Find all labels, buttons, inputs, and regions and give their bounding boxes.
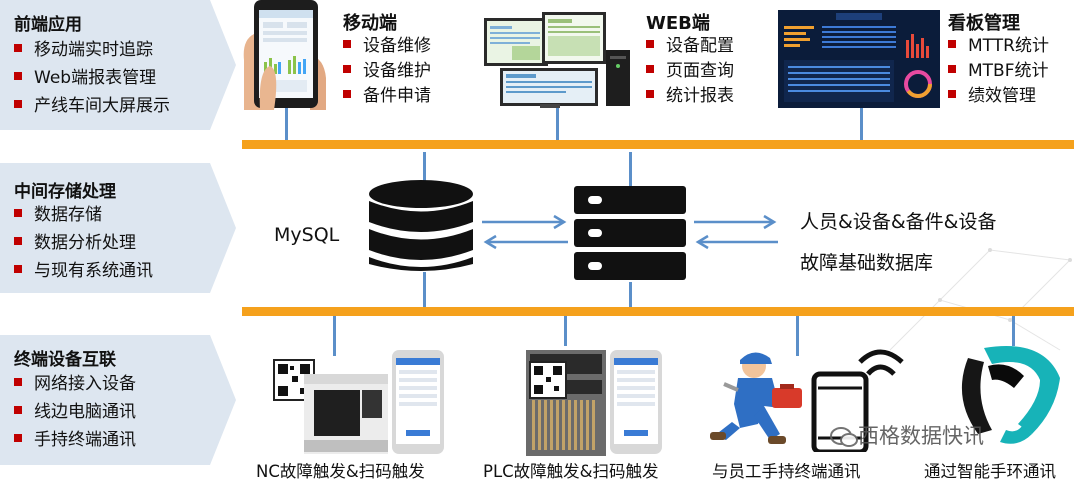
top-data-bus <box>242 140 1074 149</box>
bullet-icon <box>343 40 351 48</box>
panel-item: 线边电脑通讯 <box>14 398 136 426</box>
database-description-line2: 故障基础数据库 <box>800 252 934 274</box>
cnc-machine-icon <box>273 350 444 454</box>
web-title: WEB端 <box>646 13 710 34</box>
bullet-icon <box>343 90 351 98</box>
bullet-icon <box>646 90 654 98</box>
connector-line <box>629 282 632 307</box>
panel-item: 手持终端通讯 <box>14 426 136 454</box>
bullet-icon <box>14 265 22 273</box>
connector-line <box>556 108 559 140</box>
handheld-terminal-icon <box>811 349 904 452</box>
bidirectional-arrow-icon <box>694 214 778 250</box>
panel-title: 中间存储处理 <box>14 182 116 202</box>
panel-item: 数据分析处理 <box>14 229 153 257</box>
desktop-computer-icon <box>484 12 630 108</box>
smart-band-icon <box>961 346 1060 444</box>
connector-line <box>629 152 632 186</box>
server-icon <box>574 186 686 280</box>
bullet-icon <box>646 40 654 48</box>
bullet-icon <box>646 65 654 73</box>
bullet-icon <box>14 72 22 80</box>
bullet-icon <box>343 65 351 73</box>
bullet-icon <box>14 406 22 414</box>
database-description-line1: 人员&设备&备件&设备 <box>800 211 997 233</box>
panel-item: 网络接入设备 <box>14 370 136 398</box>
panel-middle: 中间存储处理 数据存储 数据分析处理 与现有系统通讯 <box>0 163 238 293</box>
wechat-icon <box>830 426 858 448</box>
mobile-item: 备件申请 <box>343 84 431 109</box>
bullet-icon <box>948 90 956 98</box>
board-item: MTBF统计 <box>948 59 1049 84</box>
bullet-icon <box>948 40 956 48</box>
panel-terminal: 终端设备互联 网络接入设备 线边电脑通讯 手持终端通讯 <box>0 335 238 465</box>
panel-item: 产线车间大屏展示 <box>14 92 170 120</box>
panel-item: 移动端实时追踪 <box>14 36 170 64</box>
bullet-icon <box>14 237 22 245</box>
bullet-icon <box>948 65 956 73</box>
mysql-label: MySQL <box>274 224 340 246</box>
connector-line <box>1012 316 1015 346</box>
connector-line <box>860 108 863 140</box>
panel-title: 终端设备互联 <box>14 350 116 370</box>
watermark: 西格数据快讯 <box>830 420 984 450</box>
bullet-icon <box>14 100 22 108</box>
plc-cabinet-icon <box>526 350 662 456</box>
panel-title: 前端应用 <box>14 15 82 35</box>
chevron-shape <box>0 163 236 293</box>
connector-line <box>333 316 336 356</box>
board-title: 看板管理 <box>948 13 1020 34</box>
database-icon <box>369 180 473 271</box>
board-item: MTTR统计 <box>948 34 1049 59</box>
connector-line <box>285 105 288 140</box>
connector-line <box>423 152 426 182</box>
panel-frontend: 前端应用 移动端实时追踪 Web端报表管理 产线车间大屏展示 <box>0 0 238 130</box>
mobile-title: 移动端 <box>343 13 397 34</box>
smartphone-icon <box>243 0 326 110</box>
panel-item: 与现有系统通讯 <box>14 257 153 285</box>
bullet-icon <box>14 44 22 52</box>
web-item: 页面查询 <box>646 59 734 84</box>
web-item: 设备配置 <box>646 34 734 59</box>
caption-smart-band: 通过智能手环通讯 <box>924 462 1056 481</box>
connector-line <box>423 272 426 307</box>
connector-line <box>564 316 567 346</box>
chevron-shape <box>0 335 236 465</box>
bullet-icon <box>14 209 22 217</box>
caption-nc: NC故障触发&扫码触发 <box>256 462 425 481</box>
bullet-icon <box>14 378 22 386</box>
bidirectional-arrow-icon <box>482 214 568 250</box>
mobile-item: 设备维护 <box>343 59 431 84</box>
bullet-icon <box>14 434 22 442</box>
worker-icon <box>710 352 802 444</box>
panel-item: 数据存储 <box>14 201 153 229</box>
connector-line <box>796 316 799 356</box>
panel-item: Web端报表管理 <box>14 64 170 92</box>
mobile-item: 设备维修 <box>343 34 431 59</box>
board-item: 绩效管理 <box>948 84 1049 109</box>
dashboard-screen-icon <box>778 10 940 108</box>
web-item: 统计报表 <box>646 84 734 109</box>
caption-plc: PLC故障触发&扫码触发 <box>483 462 659 481</box>
chevron-shape <box>0 0 236 130</box>
bottom-data-bus <box>242 307 1074 316</box>
caption-handheld: 与员工手持终端通讯 <box>712 462 861 481</box>
